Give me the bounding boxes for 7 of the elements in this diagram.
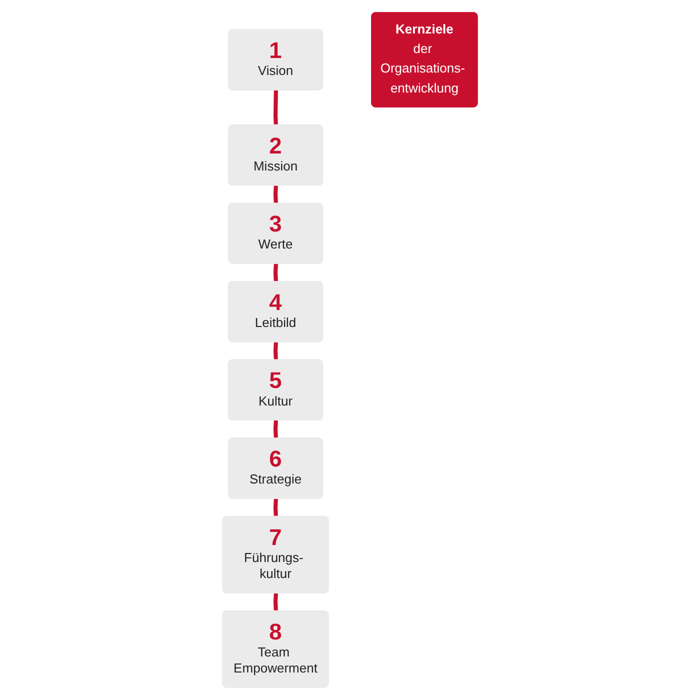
- connector: [274, 420, 278, 438]
- connector: [274, 186, 278, 204]
- connector: [274, 264, 278, 282]
- connector: [274, 593, 278, 612]
- connector: [274, 342, 278, 360]
- connector: [274, 90, 278, 126]
- connector: [274, 498, 278, 517]
